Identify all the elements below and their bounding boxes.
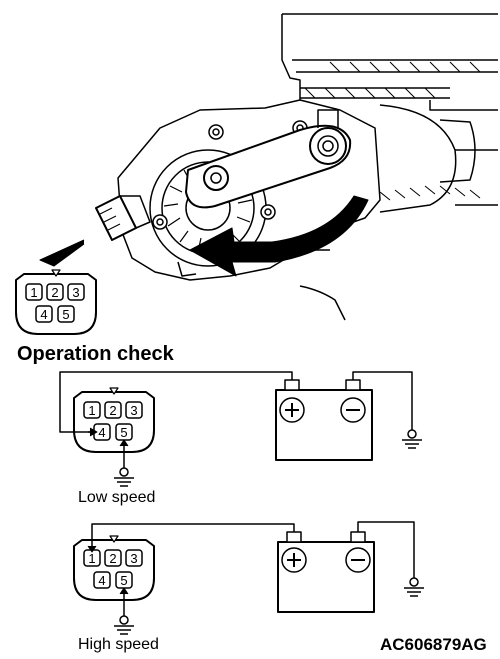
- high-speed-wiring: [87, 521, 415, 616]
- low-speed-battery-ground: [402, 429, 422, 449]
- low-speed-connector: [73, 387, 155, 453]
- high-pin-3-label: 3: [130, 551, 137, 566]
- low-pin-2-label: 2: [109, 403, 116, 418]
- high-speed-connector: [73, 535, 155, 601]
- pin-5-label: 5: [62, 307, 69, 322]
- high-speed-connector-ground: [114, 615, 134, 635]
- high-speed-battery-ground: [404, 577, 424, 597]
- high-speed-battery: [277, 531, 375, 613]
- connector-pin-view: [15, 269, 97, 335]
- low-pin-5-label: 5: [120, 425, 127, 440]
- high-pin-5-label: 5: [120, 573, 127, 588]
- high-speed-label: High speed: [78, 636, 159, 653]
- low-speed-wiring: [59, 371, 413, 468]
- low-pin-1-label: 1: [88, 403, 95, 418]
- pin-4-label: 4: [40, 307, 47, 322]
- low-pin-3-label: 3: [130, 403, 137, 418]
- high-pin-4-label: 4: [98, 573, 105, 588]
- low-speed-label: Low speed: [78, 489, 156, 506]
- high-pin-2-label: 2: [109, 551, 116, 566]
- low-pin-4-label: 4: [98, 425, 105, 440]
- pin-3-label: 3: [72, 285, 79, 300]
- pin-1-label: 1: [30, 285, 37, 300]
- high-pin-1-label: 1: [88, 551, 95, 566]
- low-speed-battery: [275, 379, 373, 461]
- wiper-motor-illustration: [39, 13, 498, 321]
- pin-2-label: 2: [51, 285, 58, 300]
- low-speed-connector-ground: [114, 467, 134, 487]
- figure-code: AC606879AG: [380, 635, 487, 654]
- operation-check-heading: Operation check: [17, 343, 174, 365]
